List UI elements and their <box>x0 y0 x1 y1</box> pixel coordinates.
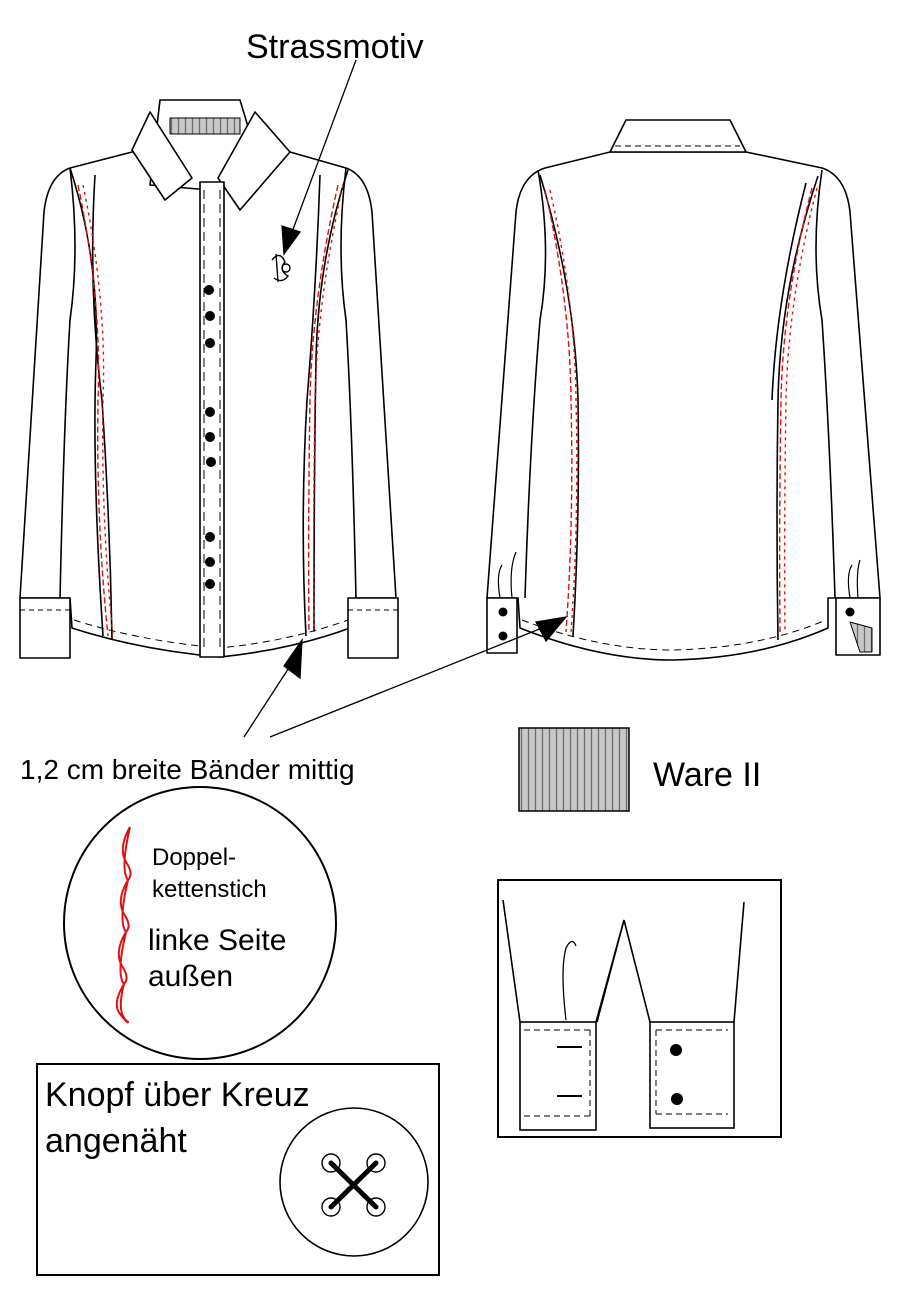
baender-leader-line-1 <box>243 659 295 738</box>
back-left-cuff-button-2 <box>498 631 508 641</box>
back-left-armhole <box>524 169 547 599</box>
front-button-7 <box>205 532 215 542</box>
back-left-cuff-button-1 <box>498 607 508 617</box>
button-label-line-2: angenäht <box>45 1122 187 1160</box>
cuff-detail-box <box>497 879 782 1138</box>
back-left-cuff <box>486 597 518 654</box>
back-right-armhole <box>815 169 836 599</box>
front-button-6 <box>206 457 216 467</box>
chain-stitch-loop-icon <box>115 826 132 1024</box>
front-left-ribbon <box>77 184 109 637</box>
back-hem-stitch <box>521 619 827 651</box>
front-button-4 <box>205 407 215 417</box>
back-right-sleeve-loop <box>856 559 861 599</box>
stitch-label-line-3: linke Seite <box>148 924 287 957</box>
back-body-outline <box>486 151 881 661</box>
cuff-detail-left-sleeve <box>502 899 521 1023</box>
stitch-detail-circle <box>63 786 337 1060</box>
cuff-detail-right-sleeve <box>733 901 745 1023</box>
front-button-3 <box>205 338 215 348</box>
strassmotiv-label: Strassmotiv <box>246 28 424 66</box>
four-hole-button-icon <box>321 1153 386 1217</box>
shirt-front-view <box>19 99 399 659</box>
monogram-scribble-icon <box>271 253 291 283</box>
front-button-9 <box>205 579 215 589</box>
back-cuff-buttons <box>498 607 855 641</box>
stitch-label-line-2: kettenstich <box>152 876 267 903</box>
baender-leader-line-2 <box>269 627 543 738</box>
back-collar <box>609 119 747 153</box>
front-collar-right-point <box>217 111 291 211</box>
front-right-ribbon-2 <box>312 184 344 633</box>
front-right-cuff <box>347 597 399 659</box>
cuff-detail-button-1 <box>670 1044 682 1056</box>
front-right-armhole <box>340 167 357 599</box>
back-right-princess-seam-2 <box>771 182 807 401</box>
back-right-ribbon <box>778 187 813 633</box>
cuff-detail-button-2 <box>671 1093 683 1105</box>
front-collar-inner-fabric <box>169 117 241 135</box>
front-left-armhole <box>59 167 76 599</box>
cuff-detail-left-cuff <box>519 1021 597 1131</box>
cuff-detail-slit-right <box>623 919 651 1023</box>
front-right-ribbon <box>307 184 339 633</box>
front-buttons <box>204 285 216 589</box>
front-button-1 <box>204 285 214 295</box>
back-right-princess-seam <box>776 175 819 641</box>
strassmotiv-leader-line <box>291 59 357 233</box>
front-button-8 <box>205 557 215 567</box>
front-button-2 <box>205 311 215 321</box>
back-right-cuff-button-1 <box>845 607 855 617</box>
cuff-detail-loop <box>562 940 577 1021</box>
front-ribbons <box>77 184 344 637</box>
front-button-5 <box>205 432 215 442</box>
front-left-princess-seam <box>91 174 113 641</box>
ware-ii-label: Ware II <box>653 756 762 794</box>
button-label-line-1: Knopf über Kreuz <box>45 1076 310 1114</box>
front-left-cuff <box>19 597 71 659</box>
back-left-ribbon <box>544 189 573 633</box>
back-left-sleeve-loop <box>510 551 517 599</box>
back-right-cuff-fabric <box>849 621 873 653</box>
front-collar-left-point <box>131 111 193 201</box>
ware-ii-swatch <box>518 727 630 812</box>
ribbon-width-label: 1,2 cm breite Bänder mittig <box>20 754 355 785</box>
cuff-detail-right-cuff <box>649 1021 735 1129</box>
strassmotiv-arrowhead-icon <box>281 225 302 256</box>
back-right-sleeve-slit <box>847 564 853 599</box>
stitch-label-line-4: außen <box>148 960 234 993</box>
baender-arrowhead-2-icon <box>535 616 568 643</box>
back-ribbons <box>544 187 818 633</box>
front-right-princess-seam <box>302 174 321 637</box>
baender-arrowhead-1-icon <box>283 637 303 680</box>
back-left-sleeve-slit <box>497 564 503 599</box>
stitch-label-line-1: Doppel- <box>152 844 237 871</box>
back-right-ribbon-2 <box>783 187 818 633</box>
back-left-princess-seam <box>539 174 580 637</box>
back-left-ribbon-2 <box>549 189 578 633</box>
shirt-back-view <box>486 119 881 661</box>
